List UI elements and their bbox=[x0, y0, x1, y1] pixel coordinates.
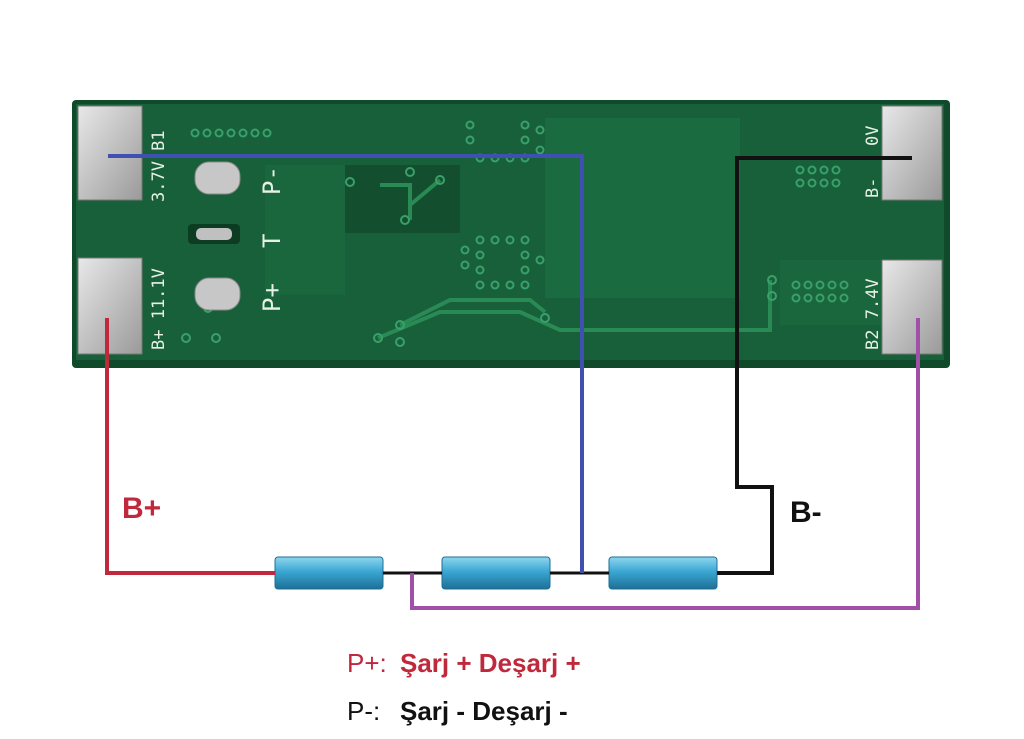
battery-cells bbox=[274, 556, 718, 590]
legend-key-p-plus: P+: bbox=[347, 648, 387, 678]
battery-cell-3 bbox=[608, 556, 718, 590]
pcb-trace bbox=[380, 183, 412, 220]
wire-b-plus bbox=[105, 318, 275, 575]
silk-label-b-plus: B+ 11.1V bbox=[149, 268, 169, 350]
ic-footprint bbox=[340, 165, 460, 233]
pad-b1 bbox=[77, 105, 143, 201]
pcb-trace bbox=[408, 178, 442, 207]
silk-label-p-plus: P+ bbox=[258, 283, 286, 312]
legend-key-p-minus: P-: bbox=[347, 696, 380, 726]
wire-label-b-plus: B+ bbox=[122, 492, 161, 525]
battery-cell-1 bbox=[274, 556, 384, 590]
silk-label-0v: 0V bbox=[863, 126, 883, 146]
legend-text-p-plus: Şarj + Deşarj + bbox=[400, 648, 581, 678]
battery-cell-2 bbox=[441, 556, 551, 590]
wire-b1 bbox=[108, 154, 584, 573]
via-array bbox=[181, 120, 849, 347]
pcb-trace bbox=[399, 298, 547, 327]
silk-label-t: T bbox=[258, 234, 286, 248]
silk-label-p-minus: P- bbox=[258, 166, 286, 195]
wire-b2 bbox=[410, 318, 920, 610]
silk-label-b-minus: B- bbox=[863, 178, 883, 198]
pcb-board: 3.7V B1 B+ 11.1V P- T P+ 0V B- B2 7.4V bbox=[72, 100, 950, 368]
solder-pad bbox=[194, 277, 241, 311]
pcb-trace bbox=[377, 280, 772, 340]
legend: P+: Şarj + Deşarj + P-: Şarj - Deşarj - bbox=[347, 648, 581, 726]
copper-pour bbox=[780, 260, 890, 325]
wire-label-b-minus: B- bbox=[790, 496, 822, 529]
thermistor-pad bbox=[196, 228, 232, 240]
legend-text-p-minus: Şarj - Deşarj - bbox=[400, 696, 568, 726]
copper-pour bbox=[265, 165, 345, 295]
solder-pad bbox=[194, 161, 241, 195]
wire-b-minus bbox=[717, 156, 912, 575]
pad-b2 bbox=[881, 259, 943, 355]
silk-label-b1: 3.7V B1 bbox=[149, 130, 169, 202]
silk-label-b2: B2 7.4V bbox=[863, 278, 883, 350]
copper-pour bbox=[545, 118, 740, 298]
pad-b-plus bbox=[77, 257, 143, 355]
pad-b-minus bbox=[881, 105, 943, 201]
